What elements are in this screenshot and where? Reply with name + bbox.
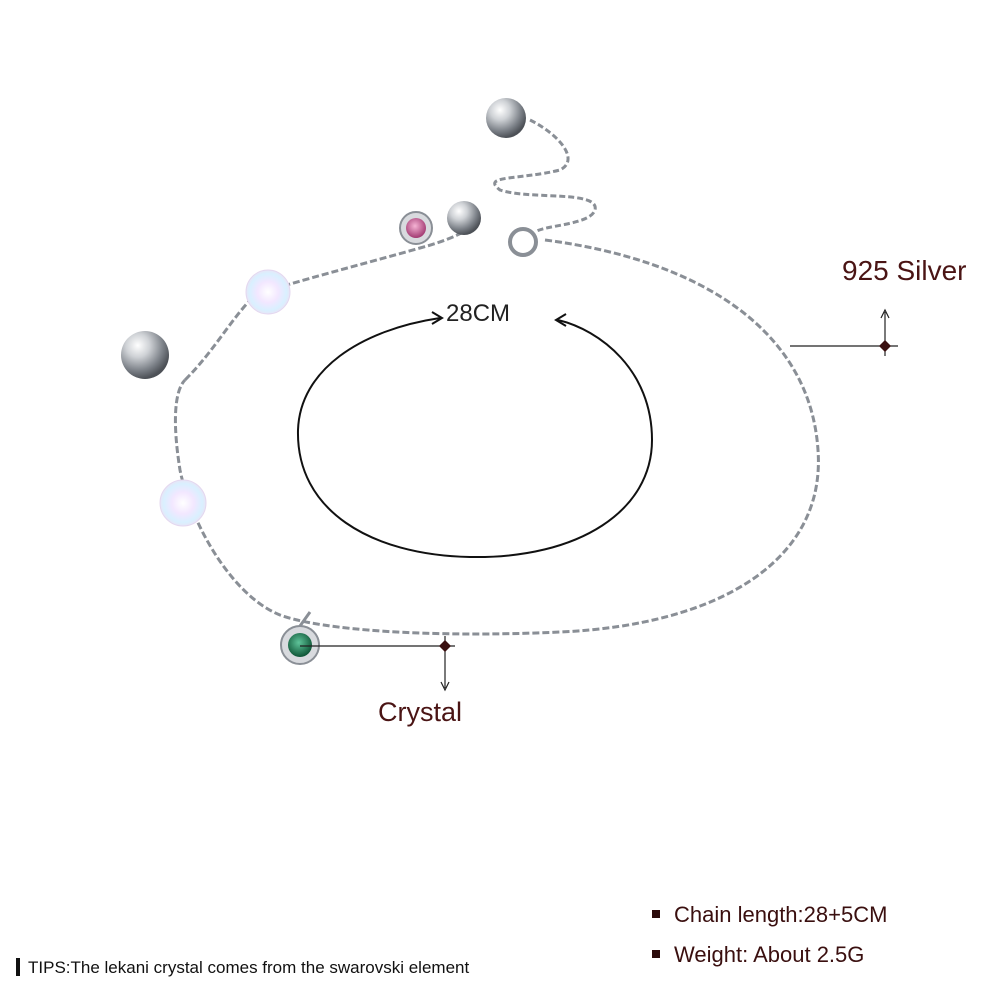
green-stone-link bbox=[298, 611, 312, 627]
size-arrow-left bbox=[431, 311, 444, 325]
pink-stone bbox=[406, 218, 426, 238]
tips-bar-icon bbox=[16, 957, 20, 976]
silver-bead-clasp bbox=[447, 201, 481, 235]
silver-bead-top bbox=[486, 98, 526, 138]
spec-text: Chain length:28+5CM bbox=[674, 902, 888, 927]
bullet-icon bbox=[652, 910, 660, 919]
stone-label: Crystal bbox=[378, 697, 463, 727]
silver-callout-arrow bbox=[880, 308, 890, 319]
silver-callout-diamond bbox=[879, 340, 891, 352]
silver-bead-left bbox=[121, 331, 169, 379]
bullet-icon bbox=[652, 950, 660, 959]
size-ellipse bbox=[296, 317, 654, 559]
spec-text: Weight: About 2.5G bbox=[674, 942, 865, 967]
spec-chain-length: Chain length:28+5CM bbox=[652, 902, 887, 928]
spec-weight: Weight: About 2.5G bbox=[652, 942, 864, 968]
crystal-bead-lower bbox=[159, 479, 207, 527]
crystal-callout-arrow bbox=[440, 681, 450, 692]
material-label: 925 Silver bbox=[842, 255, 967, 286]
crystal-callout-diamond bbox=[439, 640, 451, 652]
bracelet-chain-upper bbox=[183, 220, 480, 382]
clasp-ring bbox=[508, 227, 538, 257]
crystal-bead-upper bbox=[245, 269, 291, 315]
size-arrow-right bbox=[554, 313, 567, 327]
tips-note: TIPS:The lekani crystal comes from the s… bbox=[16, 957, 470, 978]
green-stone bbox=[288, 633, 312, 657]
extension-chain bbox=[493, 118, 597, 234]
tips-text: TIPS:The lekani crystal comes from the s… bbox=[28, 958, 470, 977]
size-label: 28CM bbox=[446, 300, 511, 327]
